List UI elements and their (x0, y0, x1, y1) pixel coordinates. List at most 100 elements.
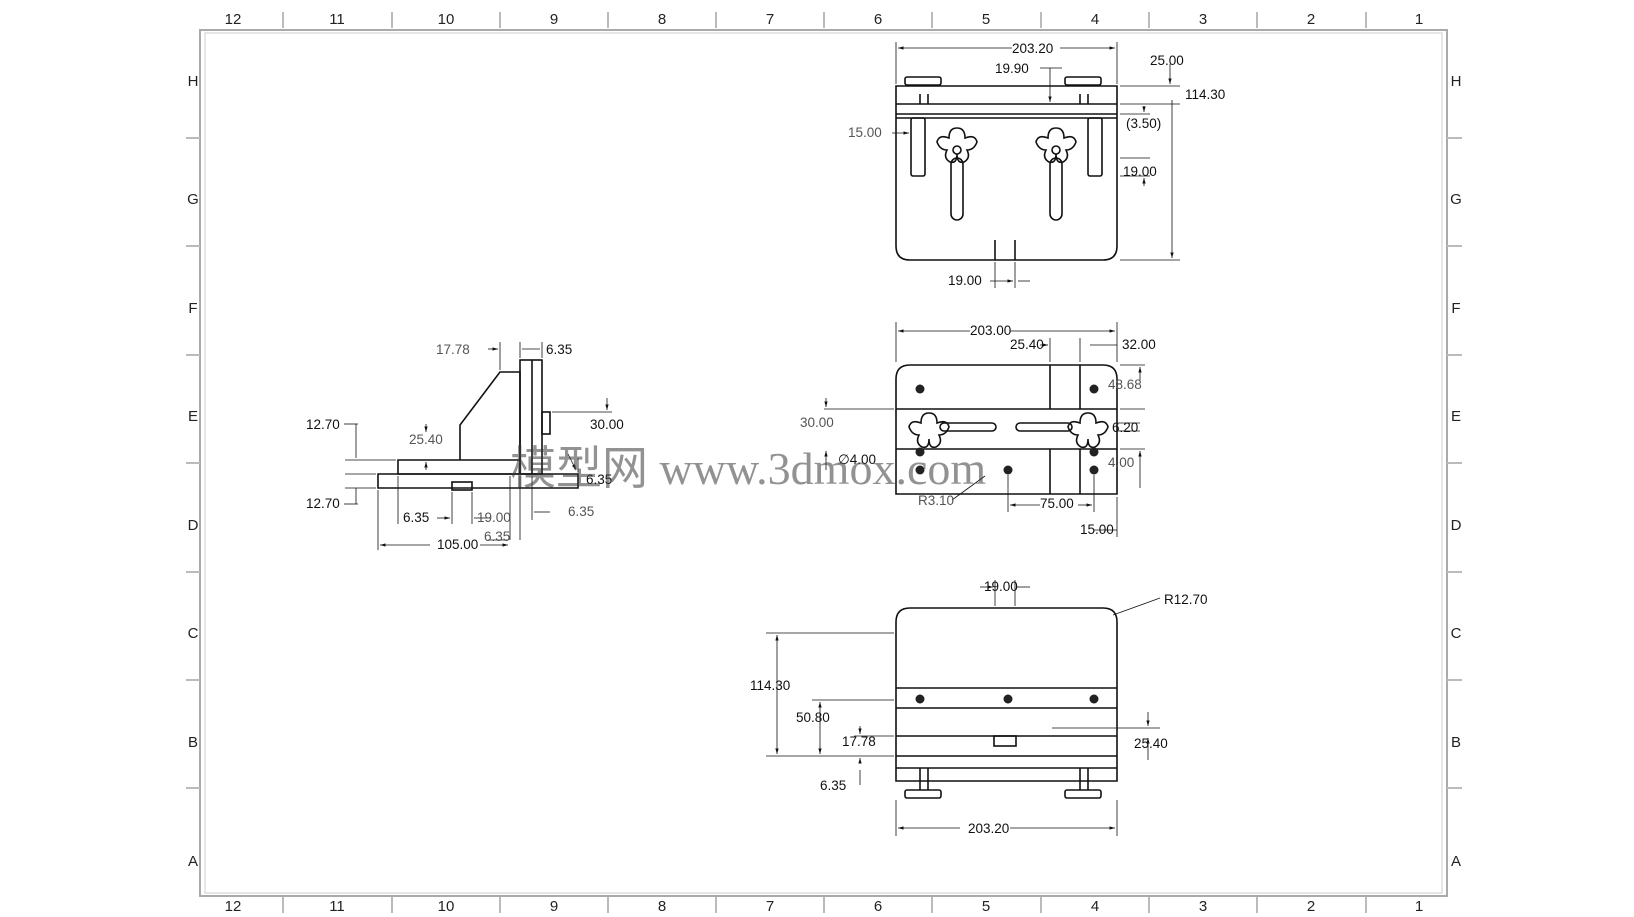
slot-left (950, 157, 964, 221)
side-view-lower (397, 459, 521, 475)
zone-row-label: B (188, 734, 198, 751)
hole-icon (915, 694, 925, 704)
zone-row-label: A (188, 853, 198, 870)
zone-col-label: 9 (550, 11, 558, 28)
zone-col-label: 1 (1415, 11, 1423, 28)
zone-col-label: 5 (982, 898, 990, 915)
zone-row-label: A (1451, 853, 1461, 870)
zone-labels-right: H G F E D C B A (1450, 73, 1462, 870)
side-view-labels: 17.78 6.35 12.70 25.40 30.00 6.35 12.70 … (306, 342, 624, 552)
dim-label: 30.00 (590, 417, 624, 432)
zone-col-label: 8 (658, 11, 666, 28)
hole-icon (915, 447, 925, 457)
top-view (895, 76, 1118, 261)
dim-label: 6.35 (546, 342, 572, 357)
zone-col-label: 2 (1307, 898, 1315, 915)
front-view-labels: 203.00 25.40 32.00 48.68 30.00 6.20 ∅4.0… (800, 323, 1156, 537)
zone-col-label: 2 (1307, 11, 1315, 28)
dim-label: 30.00 (800, 415, 834, 430)
top-view-body (895, 85, 1118, 261)
zone-col-label: 8 (658, 898, 666, 915)
hole-icon (915, 465, 925, 475)
zone-row-label: E (1451, 408, 1461, 425)
side-view-slot (451, 481, 473, 491)
zone-col-label: 10 (438, 11, 455, 28)
dim-label: 6.35 (484, 529, 510, 544)
side-slot-right (1087, 117, 1103, 177)
zone-row-label: F (1451, 300, 1460, 317)
zone-row-label: B (1451, 734, 1461, 751)
dim-label: 105.00 (437, 537, 478, 552)
dim-label: 6.35 (403, 510, 429, 525)
zone-row-label: D (1451, 517, 1462, 534)
zone-row-label: D (188, 517, 199, 534)
hole-icon (1089, 694, 1099, 704)
zone-col-label: 4 (1091, 11, 1099, 28)
zone-col-label: 5 (982, 11, 990, 28)
dim-label: 12.70 (306, 496, 340, 511)
dim-label: 19.90 (995, 61, 1029, 76)
knob-top-left (904, 76, 942, 86)
dim-label: 15.00 (1080, 522, 1114, 537)
dim-label: 25.00 (1150, 53, 1184, 68)
dim-label: R12.70 (1164, 592, 1208, 607)
zone-ticks (186, 12, 1462, 913)
zone-row-label: H (188, 73, 199, 90)
dim-label: 17.78 (436, 342, 470, 357)
top-view-labels: 203.20 19.90 25.00 114.30 (3.50) 15.00 1… (848, 41, 1225, 288)
top-view-dims (892, 42, 1180, 288)
slot-right (1049, 157, 1063, 221)
dim-label: 203.00 (970, 323, 1011, 338)
zone-col-label: 3 (1199, 11, 1207, 28)
zone-labels-top: 12 11 10 9 8 7 6 5 4 3 2 1 (225, 11, 1424, 28)
zone-col-label: 3 (1199, 898, 1207, 915)
dim-label: 32.00 (1122, 337, 1156, 352)
zone-col-label: 9 (550, 898, 558, 915)
dim-label: 50.80 (796, 710, 830, 725)
side-view-dims (344, 342, 612, 550)
dim-label: 6.35 (820, 778, 846, 793)
star-knob-left-icon (936, 127, 978, 164)
side-view-knob (541, 411, 551, 435)
dim-label: 25.40 (1134, 736, 1168, 751)
dim-label: 114.30 (1185, 87, 1225, 102)
zone-labels-bottom: 12 11 10 9 8 7 6 5 4 3 2 1 (225, 898, 1424, 915)
watermark: 模型网 www.3dmox.com (510, 443, 986, 494)
zone-row-label: F (188, 300, 197, 317)
star-knob-front-left-icon (908, 412, 950, 449)
dim-label: 6.20 (1112, 420, 1138, 435)
dim-label: 15.00 (848, 125, 882, 140)
zone-row-label: E (188, 408, 198, 425)
zone-col-label: 12 (225, 898, 242, 915)
hole-icon (1089, 384, 1099, 394)
dim-label: 19.00 (477, 510, 511, 525)
zone-col-label: 11 (329, 898, 345, 915)
side-view (377, 359, 579, 491)
dim-label: (3.50) (1126, 116, 1161, 131)
zone-row-label: G (187, 191, 199, 208)
dim-label: ∅4.00 (838, 452, 876, 467)
zone-col-label: 6 (874, 11, 882, 28)
zone-row-label: G (1450, 191, 1462, 208)
zone-row-label: C (188, 625, 199, 642)
dim-label: 12.70 (306, 417, 340, 432)
bottom-view-dims (766, 580, 1161, 836)
dim-label: 19.00 (948, 273, 982, 288)
bottom-view (895, 607, 1118, 799)
bottom-view-holes (915, 694, 1099, 704)
star-knob-front-right-icon (1067, 412, 1109, 449)
dim-label: 114.30 (750, 678, 790, 693)
zone-col-label: 12 (225, 11, 242, 28)
horizontal-slot-right (1015, 422, 1073, 432)
zone-col-label: 6 (874, 898, 882, 915)
bottom-tab (993, 735, 1017, 747)
knob-top-right (1064, 76, 1102, 86)
zone-col-label: 7 (766, 898, 774, 915)
zone-row-label: H (1451, 73, 1462, 90)
bottom-view-body (895, 607, 1118, 782)
front-view (895, 364, 1118, 495)
zone-col-label: 10 (438, 898, 455, 915)
zone-col-label: 7 (766, 11, 774, 28)
bottom-view-labels: 19.00 R12.70 114.30 50.80 17.78 25.40 6.… (750, 579, 1208, 836)
dim-label: 6.35 (586, 472, 612, 487)
